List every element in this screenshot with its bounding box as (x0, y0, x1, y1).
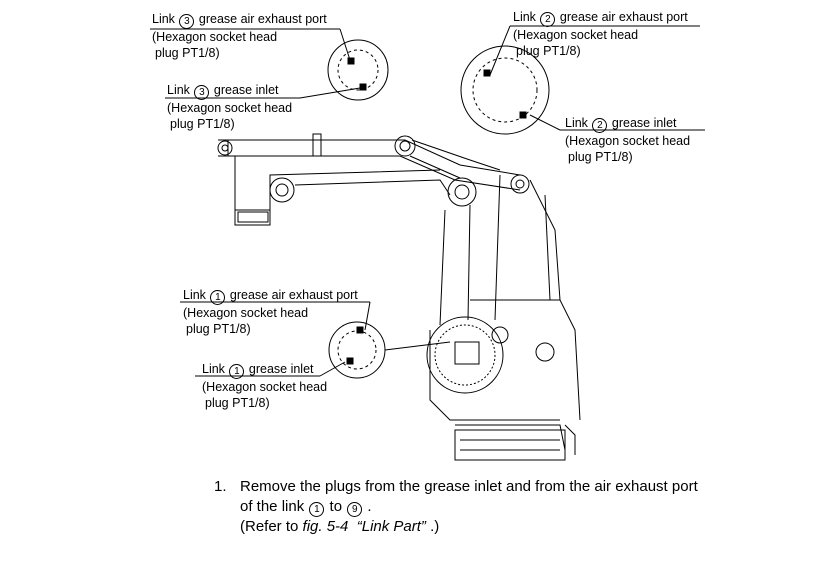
detail-circle-link3 (327, 39, 389, 101)
detail-circle-link2 (460, 45, 550, 135)
robot-arm-diagram (150, 25, 705, 461)
label-link2-inlet: Link 2 grease inlet (Hexagon socket head… (565, 116, 691, 164)
figure-title: “Link Part” (356, 518, 426, 535)
leader-lines (150, 25, 705, 377)
label-link1-inlet: Link 1 grease inlet (Hexagon socket head… (202, 362, 328, 410)
figure-reference: fig. 5-4 (302, 518, 349, 535)
base-gear (426, 316, 576, 461)
robot-column (439, 174, 581, 421)
label-link3-exhaust: Link 3 grease air exhaust port (Hexagon … (152, 12, 327, 60)
wrist-unit (234, 156, 451, 226)
label-link2-exhaust: Link 2 grease air exhaust port (Hexagon … (513, 10, 688, 58)
label-link3-inlet: Link 3 grease inlet (Hexagon socket head… (167, 83, 293, 131)
step-number: 1. (214, 478, 227, 495)
detail-circle-link1 (328, 321, 386, 379)
step-text: Remove the plugs from the grease inlet a… (240, 478, 698, 535)
upper-arm (217, 133, 521, 191)
label-link1-exhaust: Link 1 grease air exhaust port (Hexagon … (183, 288, 358, 336)
